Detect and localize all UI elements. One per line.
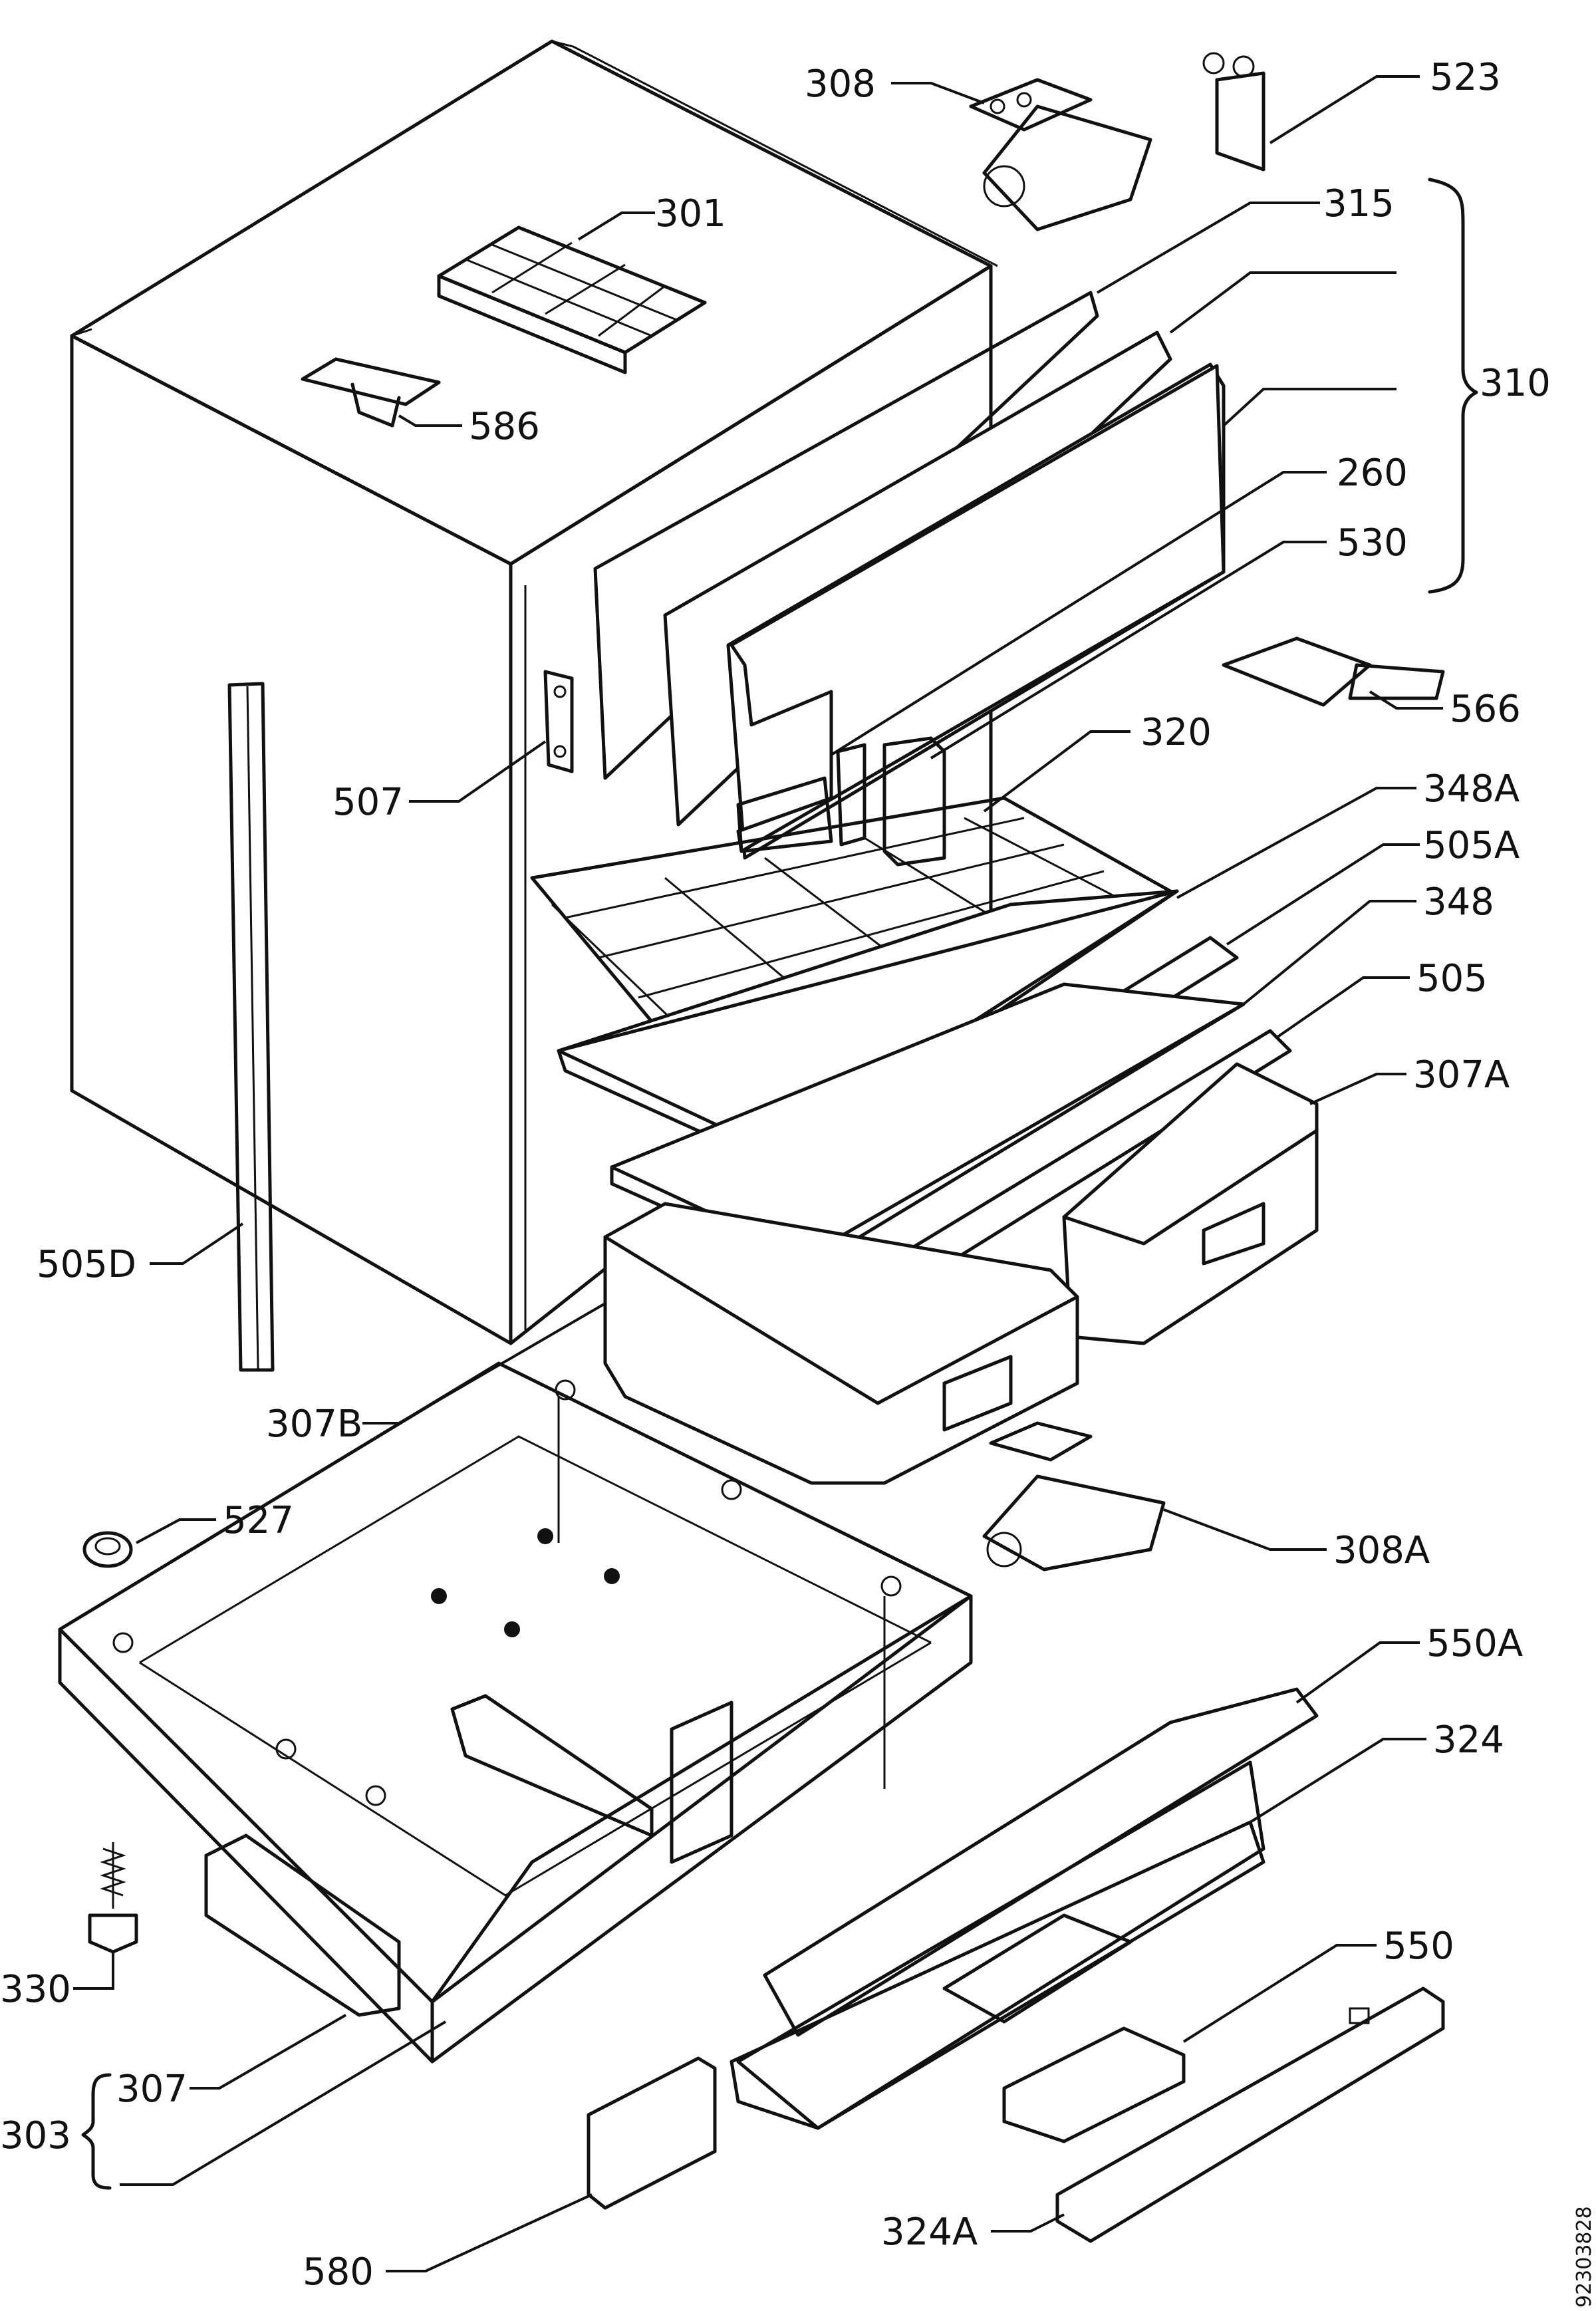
seal-strip-505d <box>227 682 275 1372</box>
part-labels: 308 523 301 315 310 586 260 530 566 507 … <box>0 56 1551 2294</box>
label-330: 330 <box>0 1968 71 2011</box>
label-303: 303 <box>0 2114 71 2157</box>
leader-lines <box>73 75 1443 2272</box>
label-301: 301 <box>655 192 726 235</box>
door-panels-310 <box>593 291 1226 860</box>
label-523: 523 <box>1430 56 1501 99</box>
label-260: 260 <box>1337 452 1408 495</box>
label-580: 580 <box>303 2250 374 2294</box>
cover-plate-307 <box>204 1834 401 2017</box>
label-348: 348 <box>1423 881 1494 924</box>
label-320: 320 <box>1140 711 1212 754</box>
label-550a: 550A <box>1426 1622 1523 1665</box>
hinge-308a <box>982 1421 1166 1571</box>
label-507: 507 <box>332 781 404 824</box>
label-566: 566 <box>1450 688 1521 731</box>
label-307b: 307B <box>266 1403 362 1446</box>
label-324a: 324A <box>881 2211 978 2254</box>
label-505d: 505D <box>37 1243 136 1286</box>
label-348a: 348A <box>1423 767 1520 811</box>
label-527: 527 <box>223 1499 294 1542</box>
label-586: 586 <box>469 405 540 448</box>
label-307a: 307A <box>1413 1053 1510 1097</box>
drawer-307b <box>603 1202 1079 1485</box>
rail-324a <box>1055 1986 1445 2243</box>
label-324: 324 <box>1433 1718 1504 1762</box>
block-580 <box>587 2056 717 2210</box>
brace-310 <box>1428 178 1478 594</box>
block-550 <box>1002 2026 1186 2143</box>
hinge-308 <box>969 78 1152 231</box>
scraper-566 <box>1222 636 1445 707</box>
label-530: 530 <box>1337 521 1408 565</box>
label-505: 505 <box>1416 957 1488 1000</box>
document-id: 92303828 <box>1573 2206 1596 2308</box>
bracket-523 <box>1202 52 1265 172</box>
label-308a: 308A <box>1333 1529 1430 1572</box>
label-307: 307 <box>116 2068 188 2111</box>
label-550: 550 <box>1383 1925 1454 1968</box>
ice-tray-301 <box>437 225 707 374</box>
screw-330 <box>88 1842 138 1954</box>
drawer-307a <box>1062 1062 1319 1345</box>
label-315: 315 <box>1323 182 1395 225</box>
bracket-586 <box>301 357 441 428</box>
nut-527 <box>82 1531 133 1568</box>
label-310: 310 <box>1480 362 1551 405</box>
label-505a: 505A <box>1423 824 1520 867</box>
rail-550a-324 <box>730 1687 1319 2130</box>
label-308: 308 <box>805 63 876 106</box>
latch-507 <box>543 670 574 773</box>
brace-303 <box>81 2073 112 2190</box>
